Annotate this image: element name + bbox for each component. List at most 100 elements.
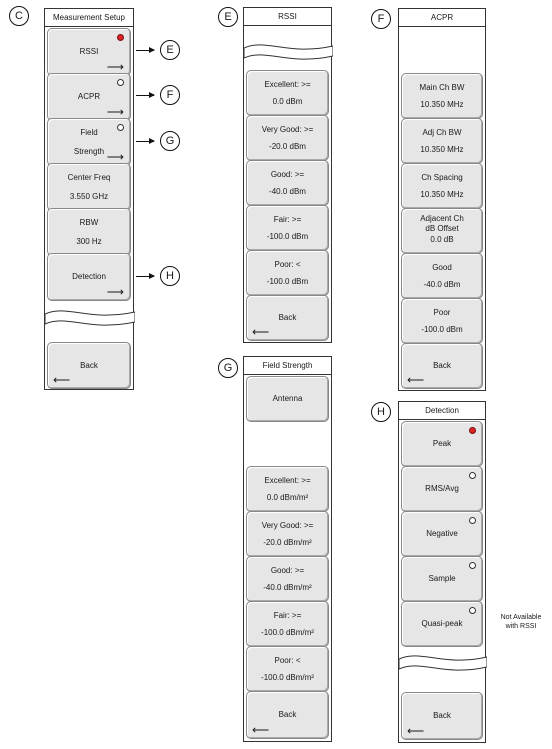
back-arrow-icon: ⟵ — [53, 373, 71, 387]
field-excellent-button[interactable]: Excellent: >= 0.0 dBm/m² — [246, 466, 329, 512]
rssi-fair-button[interactable]: Fair: >= -100.0 dBm — [246, 205, 329, 251]
menu-title: Detection — [399, 402, 485, 420]
peak-button[interactable]: Peak — [401, 421, 483, 467]
rssi-menu: RSSI Excellent: >= 0.0 dBm Very Good: >=… — [243, 7, 333, 343]
radio-icon — [469, 517, 476, 524]
button-value: 10.350 MHz — [420, 100, 464, 109]
button-label: Back — [278, 710, 297, 719]
field-fair-button[interactable]: Fair: >= -100.0 dBm/m² — [246, 601, 329, 647]
field-very-good-button[interactable]: Very Good: >= -20.0 dBm/m² — [246, 511, 329, 557]
button-label: Back — [80, 360, 98, 370]
callout-f: F — [371, 9, 391, 29]
button-value: -20.0 dBm — [269, 142, 306, 151]
button-label: Good — [432, 263, 452, 272]
callout-f-link: F — [160, 85, 180, 105]
rssi-button[interactable]: RSSI ⟶ — [47, 28, 131, 76]
back-button[interactable]: Back ⟵ — [401, 692, 483, 740]
rbw-button[interactable]: RBW 300 Hz — [47, 208, 131, 256]
negative-button[interactable]: Negative — [401, 511, 483, 557]
button-value: -100.0 dBm — [421, 325, 463, 334]
callout-e-link: E — [160, 40, 180, 60]
callout-g: G — [218, 358, 238, 378]
callout-e: E — [218, 7, 238, 27]
rssi-good-button[interactable]: Good: >= -40.0 dBm — [246, 160, 329, 206]
menu-title: Field Strength — [244, 357, 331, 375]
button-label: Main Ch BW — [419, 83, 465, 92]
rssi-poor-button[interactable]: Poor: < -100.0 dBm — [246, 250, 329, 296]
back-arrow-icon: ⟵ — [407, 724, 425, 738]
center-freq-button[interactable]: Center Freq 3.550 GHz — [47, 163, 131, 211]
button-value: -40.0 dBm — [269, 187, 306, 196]
acpr-button[interactable]: ACPR ⟶ — [47, 73, 131, 121]
button-label: Adjacent Ch — [420, 214, 464, 223]
button-label: Field — [80, 128, 98, 137]
button-value: -40.0 dBm/m² — [263, 583, 312, 592]
radio-icon — [117, 124, 124, 131]
detection-button[interactable]: Detection ⟶ — [47, 253, 131, 301]
submenu-arrow-icon: ⟶ — [106, 150, 124, 164]
field-strength-menu: Field Strength Antenna Excellent: >= 0.0… — [243, 356, 332, 742]
back-arrow-icon: ⟵ — [407, 373, 425, 387]
field-strength-button[interactable]: Field Strength ⟶ — [47, 118, 131, 166]
button-value: 3.550 GHz — [69, 192, 109, 201]
radio-icon — [117, 79, 124, 86]
button-value: 0.0 dBm — [272, 97, 303, 106]
callout-h: H — [371, 402, 391, 422]
button-label: Excellent: >= — [264, 80, 311, 89]
button-label: Back — [433, 711, 451, 720]
callout-h-link: H — [160, 266, 180, 286]
rms-avg-button[interactable]: RMS/Avg — [401, 466, 483, 512]
connector-arrow — [136, 138, 155, 144]
adjacent-ch-db-offset-button[interactable]: Adjacent Ch dB Offset 0.0 dB — [401, 208, 483, 254]
break-symbol — [399, 655, 487, 671]
radio-selected-icon — [117, 34, 124, 41]
acpr-poor-button[interactable]: Poor -100.0 dBm — [401, 298, 483, 344]
back-button[interactable]: Back ⟵ — [246, 295, 329, 341]
back-arrow-icon: ⟵ — [252, 723, 270, 737]
menu-title: ACPR — [399, 9, 485, 27]
button-value: -100.0 dBm — [266, 232, 309, 241]
back-button[interactable]: Back ⟵ — [401, 343, 483, 389]
ch-spacing-button[interactable]: Ch Spacing 10.350 MHz — [401, 163, 483, 209]
antenna-button[interactable]: Antenna — [246, 376, 329, 422]
button-label: Good: >= — [270, 566, 305, 575]
button-label: RMS/Avg — [425, 484, 459, 493]
back-button[interactable]: Back ⟵ — [246, 691, 329, 739]
quasi-peak-button[interactable]: Quasi-peak — [401, 601, 483, 647]
quasi-peak-note: Not Available with RSSI — [493, 613, 549, 631]
button-value: -40.0 dBm — [423, 280, 461, 289]
button-label: Fair: >= — [273, 215, 302, 224]
acpr-good-button[interactable]: Good -40.0 dBm — [401, 253, 483, 299]
field-poor-button[interactable]: Poor: < -100.0 dBm/m² — [246, 646, 329, 692]
button-label-line2: dB Offset — [425, 224, 459, 233]
button-label: Detection — [72, 272, 106, 281]
button-label: Antenna — [272, 394, 303, 403]
button-label: Adj Ch BW — [422, 128, 462, 137]
submenu-arrow-icon: ⟶ — [106, 60, 124, 74]
radio-icon — [469, 472, 476, 479]
button-value: 0.0 dBm/m² — [266, 493, 309, 502]
main-ch-bw-button[interactable]: Main Ch BW 10.350 MHz — [401, 73, 483, 119]
connector-arrow — [136, 273, 155, 279]
back-button[interactable]: Back ⟵ — [47, 342, 131, 389]
button-label: Poor — [433, 308, 451, 317]
radio-icon — [469, 607, 476, 614]
field-good-button[interactable]: Good: >= -40.0 dBm/m² — [246, 556, 329, 602]
button-label: Very Good: >= — [261, 125, 314, 134]
submenu-arrow-icon: ⟶ — [106, 285, 124, 299]
button-label: Poor: < — [274, 656, 301, 665]
rssi-excellent-button[interactable]: Excellent: >= 0.0 dBm — [246, 70, 329, 116]
button-label: Very Good: >= — [261, 521, 314, 530]
menu-title: RSSI — [244, 8, 331, 26]
button-label: Ch Spacing — [421, 173, 463, 182]
measurement-setup-menu: Measurement Setup RSSI ⟶ ACPR ⟶ Field St… — [44, 8, 135, 390]
callout-g-link: G — [160, 131, 180, 151]
button-label: Back — [433, 361, 451, 370]
rssi-very-good-button[interactable]: Very Good: >= -20.0 dBm — [246, 115, 329, 161]
sample-button[interactable]: Sample — [401, 556, 483, 602]
button-label: Back — [278, 313, 297, 322]
adj-ch-bw-button[interactable]: Adj Ch BW 10.350 MHz — [401, 118, 483, 164]
button-label: Sample — [428, 574, 456, 583]
callout-c: C — [9, 6, 29, 26]
radio-selected-icon — [469, 427, 476, 434]
